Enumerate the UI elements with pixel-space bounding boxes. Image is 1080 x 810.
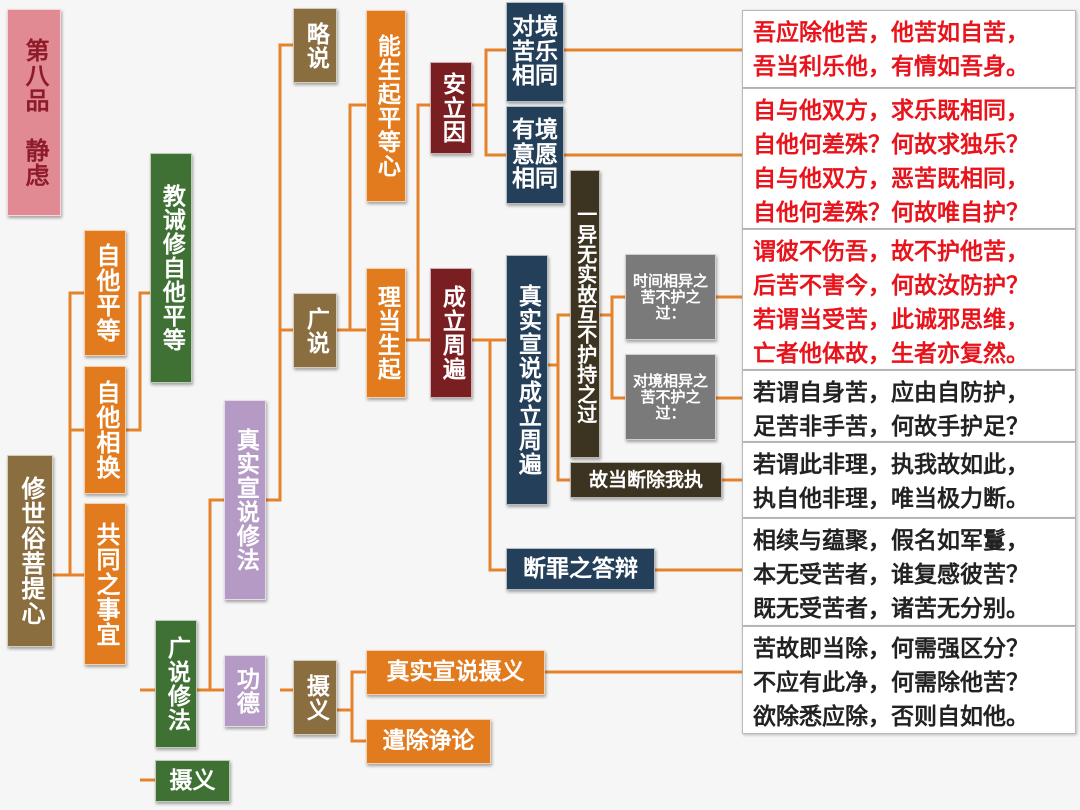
- verse-line: 足苦非手苦，何故手护足？: [753, 414, 1029, 440]
- node-conclusion: 摄义: [293, 660, 337, 735]
- verse-line: 若谓此非理，执我故如此，: [753, 452, 1029, 478]
- node-self-other-equal: 自他平等: [84, 230, 126, 356]
- verse-box-7: 苦故即当除，何需强区分？ 不应有此净，何需除他苦？ 欲除悉应除，否则自如他。: [742, 626, 1076, 734]
- node-time-different-label: 时间相异之苦不护之过：: [632, 271, 708, 323]
- verse-box-2: 自与他双方，求乐既相同， 自他何差殊？何故求独乐？ 自与他双方，恶苦既相同， 自…: [742, 88, 1076, 229]
- chapter-title: 第八品 静虑: [7, 9, 61, 216]
- node-actual-summary: 真实宣说摄义: [366, 650, 545, 695]
- verse-line: 自与他双方，求乐既相同，: [753, 98, 1029, 124]
- node-extensive-method: 广说修法: [155, 620, 197, 748]
- verse-line: 相续与蕴聚，假名如军鬘，: [753, 528, 1029, 554]
- verse-line: 自他何差殊？何故求独乐？: [753, 132, 1029, 158]
- node-self-other-exchange: 自他相换: [84, 366, 126, 494]
- node-one-different-fault: 一异无实故互不护持之过: [570, 170, 600, 458]
- node-instruction: 教诫修自他平等: [150, 153, 192, 383]
- verse-line: 吾当利乐他，有情如吾身。: [753, 54, 1029, 80]
- node-should-arise: 理当生起: [366, 268, 406, 398]
- node-brief: 略说: [293, 8, 337, 83]
- node-subject-same: 有境意愿相同: [506, 106, 564, 204]
- node-remove-dispute: 遣除诤论: [366, 719, 491, 764]
- node-object-same-label: 对境苦乐相同: [512, 13, 558, 90]
- verse-line: 若谓自身苦，应由自防护，: [753, 380, 1029, 406]
- node-establish-cause: 安立因: [430, 62, 472, 154]
- verse-line: 苦故即当除，何需强区分？: [753, 636, 1029, 662]
- node-refute-fault: 断罪之答辩: [506, 548, 655, 590]
- verse-box-6: 相续与蕴聚，假名如军鬘， 本无受苦者，谁复感彼苦？ 既无受苦者，诸苦无分别。: [742, 518, 1076, 626]
- verse-line: 执自他非理，唯当极力断。: [753, 486, 1029, 512]
- node-generate-equality: 能生起平等心: [366, 10, 406, 202]
- verse-box-4: 若谓自身苦，应由自防护， 足苦非手苦，何故手护足？: [742, 370, 1076, 442]
- node-object-different-label: 对境相异之苦不护之过：: [632, 371, 708, 423]
- verse-line: 不应有此净，何需除他苦？: [753, 670, 1029, 696]
- node-extensive: 广说: [293, 293, 337, 368]
- verse-line: 自他何差殊？何故唯自护？: [753, 200, 1029, 226]
- verse-box-5: 若谓此非理，执我故如此， 执自他非理，唯当极力断。: [742, 442, 1076, 518]
- verse-line: 本无受苦者，谁复感彼苦？: [753, 562, 1029, 588]
- node-object-same: 对境苦乐相同: [506, 2, 564, 102]
- node-abandon-self-grasping: 故当断除我执: [570, 462, 722, 498]
- verse-line: 欲除悉应除，否则自如他。: [753, 704, 1029, 730]
- verse-line: 谓彼不伤吾，故不护他苦，: [753, 239, 1029, 265]
- verse-box-1: 吾应除他苦，他苦如自苦， 吾当利乐他，有情如吾身。: [742, 10, 1076, 88]
- node-merit: 功德: [224, 655, 266, 727]
- node-subject-same-label: 有境意愿相同: [512, 116, 558, 193]
- verse-line: 既无受苦者，诸苦无分别。: [753, 596, 1029, 622]
- node-pervasion-actual: 真实宣说成立周遍: [506, 255, 548, 505]
- verse-line: 若谓当受苦，此诚邪思维，: [753, 307, 1029, 333]
- verse-box-3: 谓彼不伤吾，故不护他苦， 后苦不害今，何故汝防护？ 若谓当受苦，此诚邪思维， 亡…: [742, 229, 1076, 370]
- verse-line: 自与他双方，恶苦既相同，: [753, 166, 1029, 192]
- node-actual-method: 真实宣说修法: [224, 400, 266, 600]
- node-object-different: 对境相异之苦不护之过：: [625, 354, 716, 440]
- node-summary: 摄义: [155, 760, 230, 802]
- verse-line: 后苦不害今，何故汝防护？: [753, 273, 1029, 299]
- verse-line: 吾应除他苦，他苦如自苦，: [753, 20, 1029, 46]
- node-common-matters: 共同之事宜: [84, 503, 126, 665]
- verse-line: 亡者他体故，生者亦复然。: [753, 341, 1029, 367]
- node-establish-pervasion: 成立周遍: [430, 268, 472, 398]
- node-time-different: 时间相异之苦不护之过：: [625, 254, 716, 340]
- node-root: 修世俗菩提心: [7, 455, 53, 647]
